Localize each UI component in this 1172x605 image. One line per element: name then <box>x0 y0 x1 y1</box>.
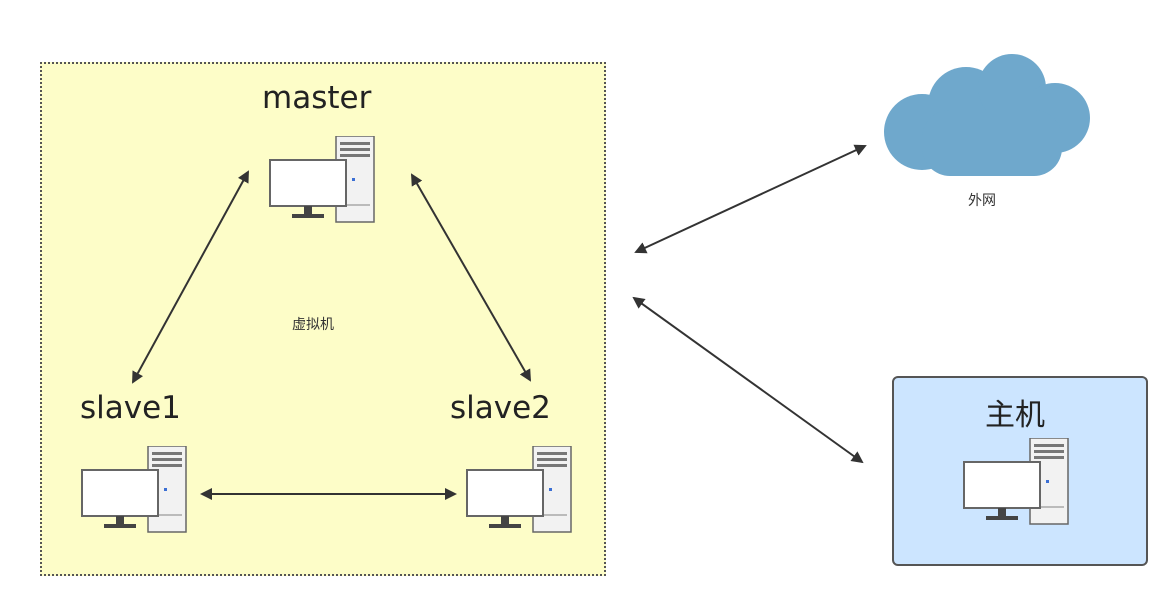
internet-label: 外网 <box>968 193 996 209</box>
computer-icon <box>81 446 187 533</box>
arrow-master-slave2 <box>411 173 531 382</box>
arrow-vm-internet <box>634 144 867 254</box>
slave1-label: slave1 <box>80 390 181 426</box>
vm-group-label: 虚拟机 <box>292 317 334 333</box>
arrow-master-slave1 <box>132 170 249 384</box>
master-label: master <box>262 80 372 116</box>
computer-icon <box>269 136 375 223</box>
cloud-icon <box>884 54 1090 176</box>
slave2-label: slave2 <box>450 390 551 426</box>
arrow-vm-host <box>632 296 864 464</box>
host-label: 主机 <box>985 398 1045 433</box>
monitor <box>269 159 347 218</box>
computer-icon <box>466 446 572 533</box>
computer-icon <box>963 438 1069 525</box>
